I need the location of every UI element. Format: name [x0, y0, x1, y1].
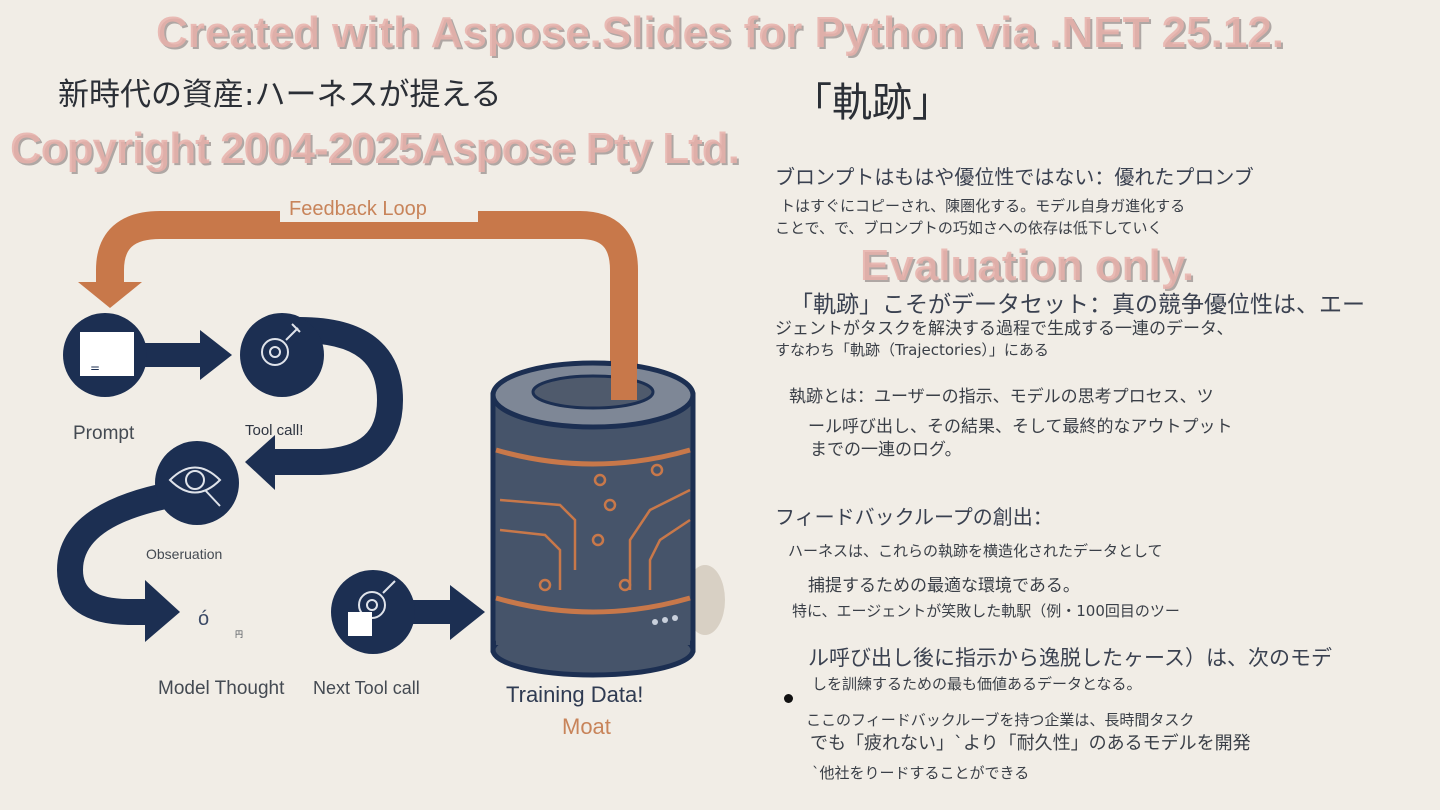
content-line: までの一連のログ。 [810, 440, 962, 460]
bullet-dot [784, 694, 793, 703]
content-line: `他社をりードすることができる [812, 764, 1030, 782]
arrow-observation-to-thought [56, 482, 173, 625]
tool-call-node [240, 313, 324, 397]
next-tool-call-label: Next Tool call [313, 678, 420, 698]
content-line: ジェントがタスクを解決する過程で生成する一連のデータ、 [775, 319, 1234, 339]
content-line: トはすぐにコピーされ、陳圏化する。モデル自身ガ進化する [780, 197, 1186, 215]
training-data-cylinder [490, 360, 725, 678]
content-line: ことで、で、ブロンプトの巧如さへの依存は低下していく [775, 219, 1163, 237]
content-line: 特に、エージェントが笑敗した軌駅（例・100回目のツー [792, 602, 1180, 620]
content-line: ル呼び出し後に指示から逸脱したヶース）は、次のモデ [808, 646, 1332, 670]
gear-wrench-icon [261, 323, 301, 366]
eye-magnifier-icon [168, 466, 222, 507]
slide-title: 新時代の資産:ハーネスが提える [58, 77, 502, 113]
next-tool-node [331, 570, 415, 654]
watermark-line-3: Copyright 2004-2025Aspose Pty Ltd. [10, 124, 740, 173]
tool-call-label: Tool call! [245, 422, 304, 439]
moat-label: Moat [562, 714, 611, 739]
arrow-tool-to-observation [270, 317, 404, 475]
chat-icon [80, 332, 134, 376]
content-line: 執跡とは：ユーザーの指示、モデルの思考プロセス、ツ [789, 387, 1214, 407]
watermark-line-2: Created with Aspose.Slides for Python vi… [155, 8, 1284, 57]
content-line: ここのフィードバックルーブを持つ企業は、長時間タスク [806, 711, 1195, 729]
content-line: しを訓練するための最も価値あるデータとなる。 [812, 675, 1142, 693]
arrow-to-training-data [450, 585, 485, 640]
arrow-prompt-to-tool [200, 330, 232, 380]
feedback-arrowhead [78, 282, 142, 308]
watermark-line-1: Evaluation only. [860, 241, 1195, 290]
content-heading: フィードバックループの創出： [775, 505, 1053, 529]
content-line: 捕提するための最適な環境である。 [808, 576, 1080, 596]
content-line: ハーネスは、これらの執跡を横造化されたデータとして [788, 542, 1163, 560]
content-line: 「軌跡」こそがデータセット：真の競争優位性は、エー [790, 292, 1365, 318]
model-thought-small: 円 [235, 630, 243, 639]
observation-node [155, 441, 239, 525]
prompt-label: Prompt [73, 423, 135, 444]
content-line: ール呼び出し、その結果、そして最終的なアウトプット [808, 417, 1233, 437]
content-line: ブロンプトはもはや優位性ではない：優れたプロンブ [775, 165, 1254, 189]
content-line: でも「疲れない」`より「耐久性」のあるモデルを開発 [810, 733, 1251, 754]
observation-label: Obseruation [146, 546, 223, 562]
training-data-label: Training Data! [506, 682, 644, 707]
harness-diagram: = [56, 211, 725, 678]
feedback-loop-label: Feedback Loop [289, 198, 427, 220]
model-thought-glyph: ó [198, 608, 210, 630]
feedback-loop-arrow [96, 211, 638, 400]
slide-title-right: 「軌跡」 [792, 80, 952, 126]
prompt-icon-glyph: = [90, 361, 100, 375]
model-thought-label: Model Thought [158, 678, 285, 699]
content-line: すなわち「軌跡（Trajectories）」にある [775, 341, 1049, 359]
